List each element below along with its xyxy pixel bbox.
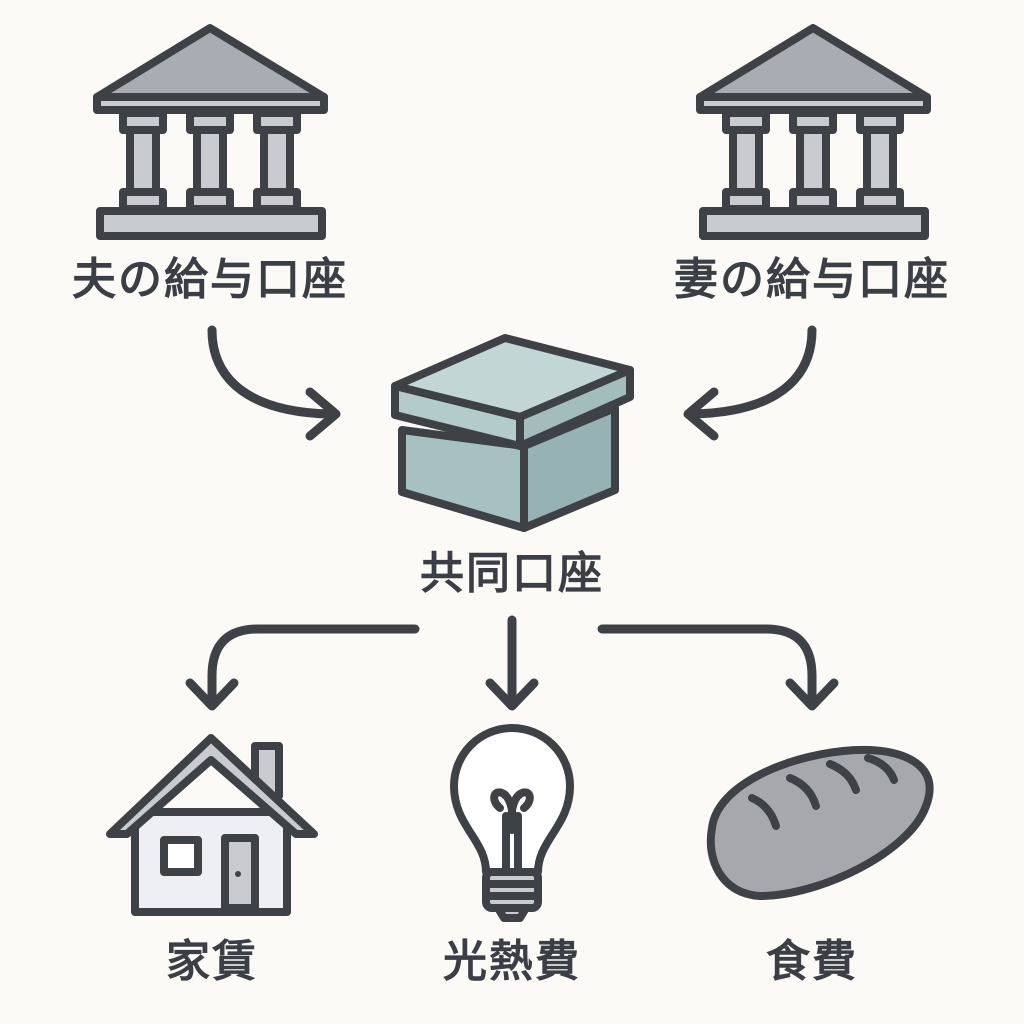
joint-box-icon	[391, 334, 634, 532]
arrow-joint-to-food	[597, 624, 839, 711]
lightbulb-icon	[450, 724, 574, 922]
husband-account-label: 夫の給与口座	[72, 254, 348, 305]
husband-bank-icon	[93, 24, 328, 240]
arrow-joint-to-rent	[185, 624, 420, 711]
joint-account-label: 共同口座	[420, 548, 604, 599]
bread-icon	[706, 745, 934, 900]
wife-account-label: 妻の給与口座	[674, 254, 950, 305]
food-label: 食費	[766, 936, 858, 987]
arrow-husband-to-joint	[207, 325, 341, 441]
arrow-wife-to-joint	[683, 325, 817, 441]
house-icon	[106, 734, 318, 916]
rent-label: 家賃	[166, 936, 258, 987]
utilities-label: 光熱費	[443, 936, 581, 987]
wife-bank-icon	[696, 24, 931, 240]
arrow-joint-to-utilities	[485, 615, 539, 711]
